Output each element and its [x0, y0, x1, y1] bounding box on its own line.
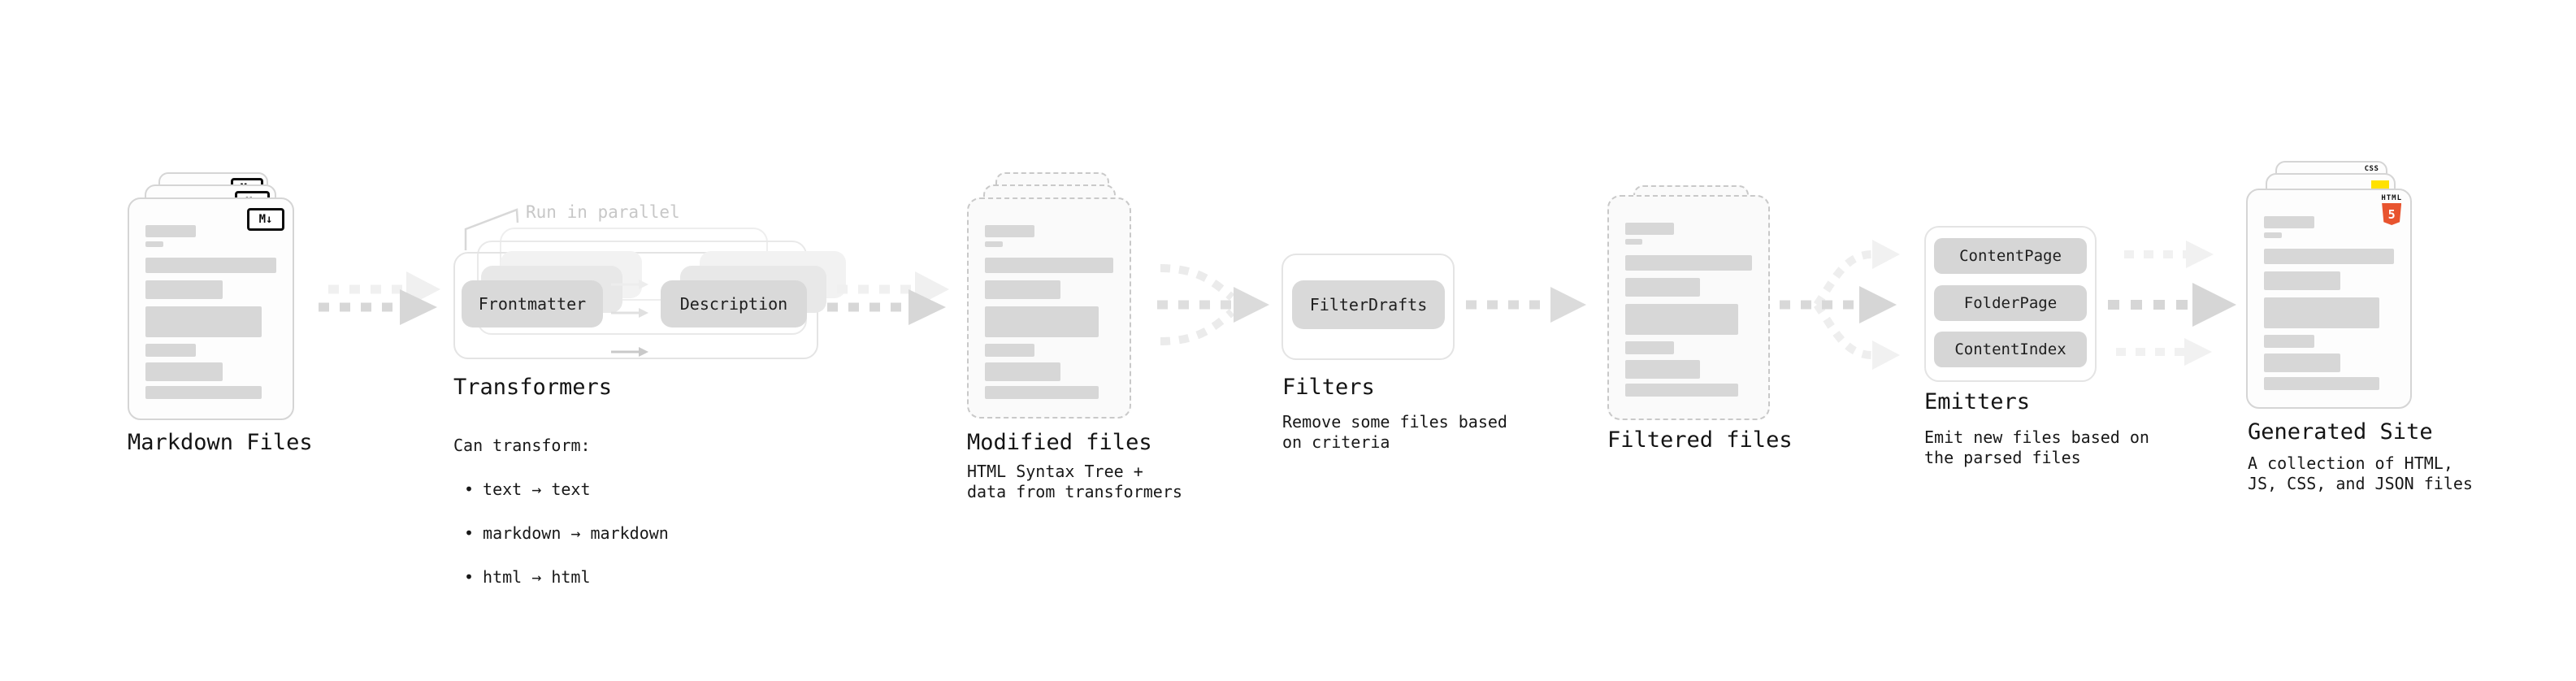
file-line: [145, 225, 197, 237]
dashed-triple-arrow-icon: [2108, 241, 2236, 366]
run-in-parallel-annotation: Run in parallel: [526, 202, 680, 222]
stage-transformers: Frontmatter Description: [453, 228, 846, 374]
file-line: [2264, 271, 2340, 290]
transform-bullet-text: html → html: [483, 567, 591, 587]
html5-shield-icon: 5: [2382, 203, 2402, 225]
file-line: [1624, 239, 1643, 245]
stage-filtered-files: [1607, 185, 1802, 429]
transform-bullet: • html → html: [453, 566, 669, 588]
bullet-icon: •: [464, 479, 475, 499]
file-line: [1624, 360, 1700, 379]
file-line: [1624, 223, 1675, 235]
bullet-icon: •: [464, 523, 475, 543]
file-card: HTML 5: [2246, 189, 2412, 409]
generated-site-label: Generated Site: [2248, 419, 2433, 445]
transformers-desc-heading: Can transform:: [453, 436, 591, 455]
file-line: [2264, 297, 2379, 328]
stage-filters: FilterDrafts: [1281, 254, 1460, 367]
file-line: [145, 306, 262, 337]
dashed-double-arrow-icon: [827, 271, 949, 325]
html5-badge-label: HTML: [2381, 194, 2402, 202]
file-line: [2264, 249, 2394, 264]
file-line: [2264, 216, 2314, 228]
transformers-label: Transformers: [453, 375, 613, 400]
stage-markdown-files: M↓ M↓ M↓: [128, 172, 323, 424]
file-line: [984, 258, 1114, 273]
emitter-pill-contentpage: ContentPage: [1934, 238, 2087, 274]
file-line: [984, 280, 1060, 299]
dashed-arrow-icon: [1466, 287, 1586, 323]
file-line: [984, 241, 1003, 247]
css-badge-label: CSS: [2364, 165, 2379, 173]
js-badge: [2371, 180, 2389, 191]
generated-site-desc: A collection of HTML, JS, CSS, and JSON …: [2248, 453, 2473, 493]
file-card: [1607, 195, 1770, 420]
file-line: [984, 225, 1035, 237]
file-line: [1624, 278, 1700, 297]
file-lines: [969, 199, 1130, 417]
transform-bullet: • markdown → markdown: [453, 523, 669, 544]
transform-bullet-text: text → text: [483, 479, 591, 499]
file-line: [2264, 335, 2314, 348]
file-line: [984, 362, 1060, 381]
file-line: [145, 241, 164, 247]
parallel-mini-arrows-icon: [611, 280, 648, 357]
file-line: [2264, 377, 2379, 390]
file-lines: [2248, 190, 2410, 407]
file-line: [145, 280, 223, 299]
modified-files-label: Modified files: [967, 430, 1152, 455]
transformer-pill-description: Description: [661, 280, 807, 327]
transform-bullet: • text → text: [453, 479, 669, 501]
file-lines: [129, 199, 293, 419]
file-lines: [1609, 197, 1768, 419]
file-line: [1624, 255, 1753, 271]
modified-files-desc: HTML Syntax Tree + data from transformer…: [967, 462, 1182, 501]
emitters-label: Emitters: [1924, 389, 2031, 414]
file-line: [145, 344, 197, 357]
file-line: [984, 386, 1099, 399]
stage-modified-files: [967, 172, 1162, 424]
file-card: [967, 197, 1131, 419]
dashed-double-arrow-icon: [319, 271, 440, 325]
annotation-connector-line: [464, 208, 519, 250]
file-line: [145, 386, 262, 399]
filters-desc: Remove some files based on criteria: [1282, 412, 1507, 452]
file-line: [2264, 232, 2282, 238]
transformers-desc: Can transform: • text → text • markdown …: [453, 413, 669, 610]
file-line: [145, 258, 276, 273]
file-line: [984, 306, 1099, 337]
file-line: [1624, 384, 1738, 397]
filter-pill-filterdrafts: FilterDrafts: [1292, 280, 1445, 329]
dashed-fanout-arrow-icon: [1780, 240, 1900, 370]
file-line: [984, 344, 1035, 357]
filters-label: Filters: [1282, 375, 1375, 400]
dashed-fanin-arrow-icon: [1157, 264, 1269, 345]
filtered-files-label: Filtered files: [1607, 427, 1793, 453]
emitter-pill-contentindex: ContentIndex: [1934, 332, 2087, 367]
file-card: M↓: [128, 197, 294, 420]
file-line: [1624, 341, 1675, 354]
file-line: [145, 362, 223, 381]
html5-badge: HTML 5: [2381, 194, 2402, 225]
emitter-pill-folderpage: FolderPage: [1934, 285, 2087, 321]
transform-bullet-text: markdown → markdown: [483, 523, 669, 543]
stage-generated-site: CSS HTML 5: [2246, 161, 2441, 413]
bullet-icon: •: [464, 567, 475, 587]
transformer-pill-frontmatter: Frontmatter: [462, 280, 603, 327]
emitters-box: [1924, 226, 2097, 382]
markdown-badge: M↓: [247, 208, 284, 231]
emitters-desc: Emit new files based on the parsed files: [1924, 427, 2149, 467]
file-line: [2264, 354, 2340, 372]
markdown-files-label: Markdown Files: [128, 430, 313, 455]
filters-box: [1281, 254, 1455, 360]
file-line: [1624, 304, 1738, 335]
html5-badge-number: 5: [2387, 206, 2396, 222]
stage-emitters: ContentPage FolderPage ContentIndex: [1924, 226, 2103, 388]
